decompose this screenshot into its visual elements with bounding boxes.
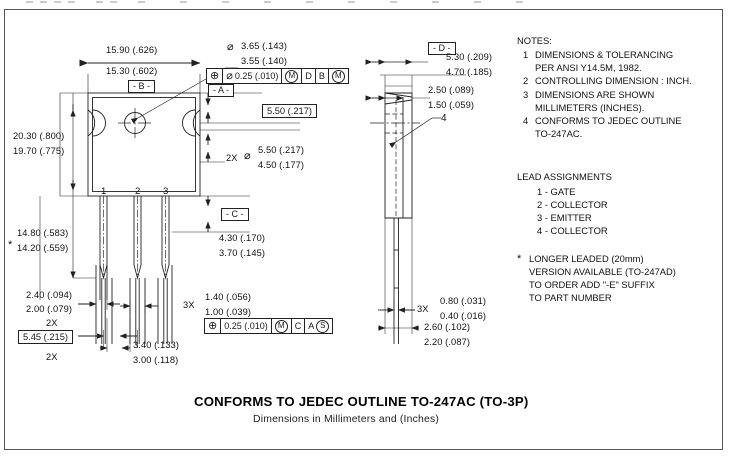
- pin-number-1: 1: [101, 186, 107, 197]
- note-number: 3: [523, 88, 529, 100]
- dia-symbol-top: ⌀: [226, 70, 233, 82]
- note-item: 2 CONTROLLING DIMENSION : INCH.: [523, 74, 692, 87]
- tolerance-value-bottom: 0.25 (.010): [221, 319, 272, 333]
- side-tab-max-dim: 2.50 (.089): [428, 85, 475, 95]
- front-width-max-dim: 15.90 (.626): [106, 45, 158, 55]
- side-lead-thickness-max-dim: 0.80 (.031): [440, 296, 487, 306]
- notes-heading: NOTES:: [517, 35, 552, 46]
- notch-dia-max-dim: 5.50 (.217): [258, 145, 305, 155]
- note-item: 4 CONFORMS TO JEDEC OUTLINE TO-247AC.: [523, 114, 692, 140]
- note-number: 4: [523, 115, 529, 127]
- note-line: TO-247AC.: [535, 128, 583, 140]
- datum-b-label: - B -: [128, 80, 155, 93]
- side-flange-max-dim: 5.30 (.209): [446, 52, 493, 62]
- datum-ref-c: C: [292, 319, 306, 333]
- lead-width-max-dim: 2.40 (.094): [26, 290, 73, 300]
- mmc-modifier-top: M: [282, 69, 303, 83]
- lead-thin-min-dim: 1.00 (.039): [205, 307, 252, 317]
- side-body-thickness-min-dim: 2.20 (.087): [424, 337, 471, 347]
- notch-dia-symbol: ⌀: [244, 150, 251, 162]
- lead-assignments-heading: LEAD ASSIGNMENTS: [517, 171, 612, 182]
- front-height-min-dim: 19.70 (.775): [13, 146, 65, 156]
- lead-assignment-item: 2 - COLLECTOR: [537, 199, 608, 210]
- notch-dia-min-dim: 4.50 (.177): [258, 160, 305, 170]
- datum-ref-d: D: [302, 69, 316, 83]
- hole-dia-min-dim: 3.55 (.140): [241, 56, 288, 66]
- front-height-max-dim: 20.30 (.800): [13, 131, 65, 141]
- note-line: MILLIMETERS (INCHES).: [535, 101, 645, 113]
- mmc-modifier-bottom: M: [272, 319, 292, 333]
- position-symbol-bottom: ⊕: [205, 319, 222, 333]
- datum-ref-a-bottom: A: [308, 321, 315, 331]
- lead-length-max-dim: 14.80 (.583): [17, 228, 69, 238]
- drawing-subtitle: Dimensions in Millimeters and (Inches): [253, 414, 440, 425]
- body-to-lead-min-dim: 3.70 (.145): [219, 248, 266, 258]
- drawing-title: CONFORMS TO JEDEC OUTLINE TO-247AC (TO-3…: [194, 394, 529, 409]
- lead-assignment-item: 4 - COLLECTOR: [537, 225, 608, 236]
- note-item: 1 DIMENSIONS & TOLERANCING PER ANSI Y14.…: [523, 48, 692, 74]
- side-flange-min-dim: 4.70 (.185): [446, 67, 493, 77]
- callout-lead-4: 4: [441, 113, 447, 124]
- footnote-line: LONGER LEADED (20mm): [529, 253, 644, 264]
- feature-control-frame-top: ⊕ ⌀ 0.25 (.010) M D B M: [206, 68, 349, 84]
- note-number: 1: [523, 49, 529, 60]
- lead-width-qty: 2X: [46, 318, 58, 328]
- lead-pitch-dim: 5.45 (.215): [18, 330, 73, 344]
- mmc-modifier-datum-b: M: [329, 69, 348, 83]
- datum-ref-b: B: [316, 69, 329, 83]
- footnote-line: TO PART NUMBER: [529, 292, 612, 303]
- note-line: DIMENSIONS & TOLERANCING: [535, 49, 674, 60]
- lead-length-min-dim: 14.20 (.559): [17, 243, 69, 253]
- top-dot-row: [0, 0, 729, 6]
- front-width-min-dim: 15.30 (.602): [106, 66, 158, 76]
- hole-dia-symbol: ⌀: [227, 41, 234, 53]
- lead-thin-max-dim: 1.40 (.056): [205, 292, 252, 302]
- pin-number-3: 3: [163, 186, 169, 197]
- lead-thin-qty: 3X: [183, 300, 195, 310]
- lead-pitch-qty: 2X: [46, 352, 58, 362]
- side-body-thickness-max-dim: 2.60 (.102): [424, 322, 471, 332]
- notch-dia-qty: 2X: [226, 153, 238, 163]
- datum-c-label: - C -: [221, 208, 249, 221]
- tolerance-value-top: 0.25 (.010): [234, 69, 283, 83]
- body-to-lead-max-dim: 4.30 (.170): [219, 233, 266, 243]
- lead-spacing-max-dim: 3.40 (.133): [133, 340, 180, 350]
- footnote-line: VERSION AVAILABLE (TO-247AD): [529, 266, 676, 277]
- note-item: 3 DIMENSIONS ARE SHOWN MILLIMETERS (INCH…: [523, 88, 692, 114]
- footnote-line: TO ORDER ADD "-E" SUFFIX: [529, 279, 655, 290]
- hole-center-dim: 5.50 (.217): [262, 104, 317, 118]
- side-tab-min-dim: 1.50 (.059): [428, 100, 475, 110]
- lead-assignment-item: 1 - GATE: [537, 186, 576, 197]
- datum-d-label: - D -: [428, 42, 456, 55]
- drawing-border: [4, 9, 723, 450]
- position-symbol-top: ⊕: [207, 69, 224, 83]
- footnote-marker: *: [517, 253, 522, 265]
- notes-list: 1 DIMENSIONS & TOLERANCING PER ANSI Y14.…: [523, 48, 692, 140]
- side-lead-thickness-qty: 3X: [417, 304, 429, 314]
- lead-length-star-marker: *: [8, 239, 13, 251]
- note-line: CONFORMS TO JEDEC OUTLINE: [535, 115, 682, 127]
- lead-spacing-min-dim: 3.00 (.118): [133, 355, 179, 365]
- lead-width-min-dim: 2.00 (.079): [26, 304, 73, 314]
- lead-assignment-item: 3 - EMITTER: [537, 212, 592, 223]
- datum-a-label: - A -: [208, 84, 235, 97]
- feature-control-frame-bottom: ⊕ 0.25 (.010) M C A S: [204, 318, 334, 334]
- note-line: CONTROLLING DIMENSION : INCH.: [535, 75, 692, 87]
- hole-dia-max-dim: 3.65 (.143): [241, 41, 288, 51]
- note-line: DIMENSIONS ARE SHOWN: [535, 88, 655, 100]
- rfs-modifier-datum-a: S: [315, 319, 332, 333]
- note-line: PER ANSI Y14.5M, 1982.: [535, 62, 642, 74]
- side-lead-thickness-min-dim: 0.40 (.016): [440, 311, 487, 321]
- pin-number-2: 2: [135, 186, 141, 197]
- note-number: 2: [523, 75, 529, 87]
